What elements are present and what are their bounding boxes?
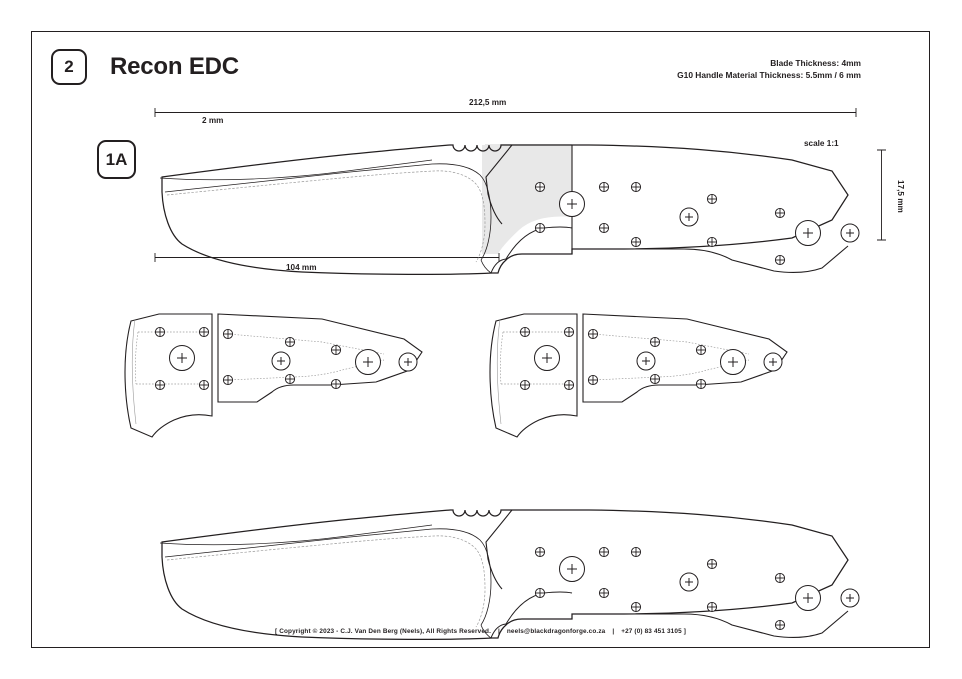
tang-pin-holes [534,181,610,234]
footer-copyright-text: Copyright © 2023 - C.J. Van Den Berg (Ne… [279,628,492,635]
scale-big-hole [534,345,560,371]
scale-pin-hole [222,374,234,386]
grind-line-primary [164,528,492,626]
handle-thickness-label: G10 Handle Material Thickness: 5.5mm / 6… [677,70,861,80]
tang-belly-curve [505,591,573,625]
knife-outline-bottom [161,509,849,641]
scale-pin-hole [284,373,296,385]
view-handle-scale-front-right [489,313,578,438]
scale-outline [217,313,423,403]
view-handle-scale-rear-left [217,313,423,403]
grind-line-primary [164,163,492,261]
scale-pin-hole [695,344,707,356]
scale-label: scale 1:1 [804,139,839,148]
tang-shaded-area-2 [482,144,572,214]
scale-outline [124,313,213,438]
scale-pin-hole [330,378,342,390]
scale-med-hole [763,352,783,372]
plunge-line [480,259,492,274]
scale-pin-hole [154,379,166,391]
scale-pin-hole [284,336,296,348]
scale-med-hole [271,351,291,371]
scale-pin-hole [587,374,599,386]
scale-edge-guide [496,318,502,425]
scale-pin-hole [587,328,599,340]
page-number-badge: 2 [51,49,87,85]
tang-front-edge [485,144,513,225]
specifications-block: Blade Thickness: 4mm G10 Handle Material… [677,57,861,81]
scale-outline [489,313,578,438]
technical-drawing-canvas [124,108,886,641]
footer-separator-2: | [612,628,615,635]
scale-edge-guide [131,318,137,425]
scale-big-hole [355,349,381,375]
footer-separator-1: | [497,628,500,635]
scale-pin-hole [519,326,531,338]
scale-inner-guide [135,331,204,385]
tang-pin-holes-bottom [534,546,610,599]
part-label-badge: 1A [97,140,136,179]
scale-big-hole [720,349,746,375]
handle-pin-holes-top [630,181,860,266]
view-handle-scale-rear-right [582,313,788,403]
scale-med-hole [398,352,418,372]
scale-inner-guide [592,333,750,381]
dimension-lines [154,108,886,262]
scale-pin-hole [198,379,210,391]
footer-open-bracket: [ [274,628,278,635]
dimension-spine-thickness: 2 mm [202,116,224,125]
sheet-header: 2 Recon EDC Blade Thickness: 4mm G10 Han… [32,32,929,94]
scale-pin-hole [649,336,661,348]
scale-inner-guide [227,333,385,381]
view-full-knife-top [159,144,860,276]
scale-pin-hole [154,326,166,338]
knife-outline-top [161,144,849,276]
scale-pin-hole [563,326,575,338]
tang-shaded-lower [482,182,572,254]
view-handle-scale-front-left [124,313,213,438]
scale-med-hole [636,351,656,371]
footer-phone: +27 (0) 83 451 3105 [621,628,682,635]
dimension-total-length: 212,5 mm [469,98,507,107]
drawing-sheet: 2 Recon EDC Blade Thickness: 4mm G10 Han… [31,31,930,648]
scale-pin-hole [649,373,661,385]
scale-pin-hole [519,379,531,391]
scale-outline [582,313,788,403]
scale-pin-hole [198,326,210,338]
blade-thickness-label: Blade Thickness: 4mm [770,58,861,68]
tang-shaded-area [482,145,572,228]
footer-email: neels@blackdragonforge.co.za [506,628,606,635]
scale-big-hole [169,345,195,371]
view-full-knife-bottom [159,509,860,641]
grind-line-tertiary [159,159,433,181]
handle-pin-holes-bottom [630,546,860,631]
handle-lower-contour [572,245,849,274]
scale-pin-hole [222,328,234,340]
dimension-handle-height: 17,5 mm [896,180,905,213]
scale-pin-hole [695,378,707,390]
scale-inner-guide [500,331,569,385]
tang-front-edge [485,509,513,590]
grind-line-secondary [166,170,486,263]
scale-pin-hole [330,344,342,356]
footer-close-bracket: ] [683,628,687,635]
dimension-blade-length: 104 mm [286,263,317,272]
tang-belly-curve [505,226,573,260]
ricasso-notch [490,258,507,274]
page-title: Recon EDC [110,53,239,80]
grind-line-secondary [166,535,486,628]
scale-pin-hole [563,379,575,391]
grind-line-tertiary [159,524,433,546]
footer-copyright: [ Copyright © 2023 - C.J. Van Den Berg (… [32,628,929,635]
